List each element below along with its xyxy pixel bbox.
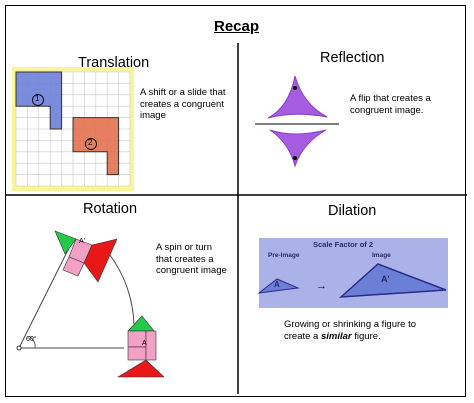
- reflection-heading: Reflection: [320, 50, 385, 66]
- dilation-arrow: →: [316, 280, 327, 292]
- page-title: Recap: [213, 18, 260, 35]
- image-triangle: [338, 263, 447, 298]
- angle-arc: [28, 335, 36, 349]
- original-green-triangle: [127, 315, 155, 332]
- circle-1: [32, 94, 44, 106]
- rotation-label-a-prime: A': [79, 238, 86, 245]
- rotation-diagram: [16, 230, 165, 378]
- dilation-label-a-prime: A': [381, 274, 390, 284]
- pre-image-triangle: [257, 278, 300, 294]
- circle-2: [85, 138, 97, 150]
- reflection-bottom-shape: [269, 129, 327, 168]
- dilation-description-line1: Growing or shrinking a figure to: [284, 319, 417, 330]
- rotation-ray-1: [18, 241, 73, 349]
- reflection-bottom-dot: [293, 156, 297, 160]
- dilation-heading: Dilation: [328, 203, 377, 219]
- original-red-triangle: [116, 359, 165, 378]
- dilation-desc-emph: similar: [320, 330, 352, 342]
- dilation-label-a: A: [274, 280, 280, 289]
- recap-frame: Recap: [5, 5, 467, 397]
- reflection-description: A flip that creates a congruent image.: [350, 93, 431, 116]
- dilation-panel-title: Scale Factor of 2: [313, 240, 374, 249]
- translation-diagram: [12, 67, 134, 191]
- original-pink-square-3: [145, 330, 157, 361]
- reflection-diagram: [255, 75, 339, 168]
- rotated-pink-square-2: [62, 256, 85, 277]
- dilation-image-label: Image: [372, 252, 391, 259]
- rotation-heading: Rotation: [83, 201, 138, 217]
- translation-description: A shift or a slide that creates a congru…: [140, 87, 226, 121]
- translation-heading: Translation: [78, 55, 150, 71]
- dilation-description-line2: create a similar figure.: [284, 331, 444, 343]
- translation-label-2: 2: [88, 138, 93, 147]
- rotation-angle-label: 60°: [26, 336, 37, 343]
- original-pink-square-2: [127, 346, 147, 361]
- dilation-desc-prefix: create a: [284, 330, 321, 342]
- reflection-top-shape: [267, 75, 328, 119]
- dilation-pre-image-label: Pre-Image: [268, 252, 300, 259]
- reflection-top-dot: [293, 86, 297, 90]
- rotated-green-triangle: [54, 230, 77, 255]
- rotation-description: A spin or turn that creates a congruent …: [156, 242, 227, 276]
- dilation-diagram: [257, 238, 448, 308]
- dilation-desc-suffix: figure.: [351, 330, 381, 342]
- translation-label-1: 1: [35, 94, 40, 103]
- dilation-description: Growing or shrinking a figure to create …: [284, 319, 444, 342]
- rotation-label-a: A: [142, 340, 147, 347]
- rotation-center: [16, 345, 22, 351]
- rotated-red-triangle: [83, 238, 118, 283]
- blue-shape: [15, 71, 63, 130]
- rotation-arc: [105, 249, 135, 325]
- quadrant-graphics: [6, 43, 467, 394]
